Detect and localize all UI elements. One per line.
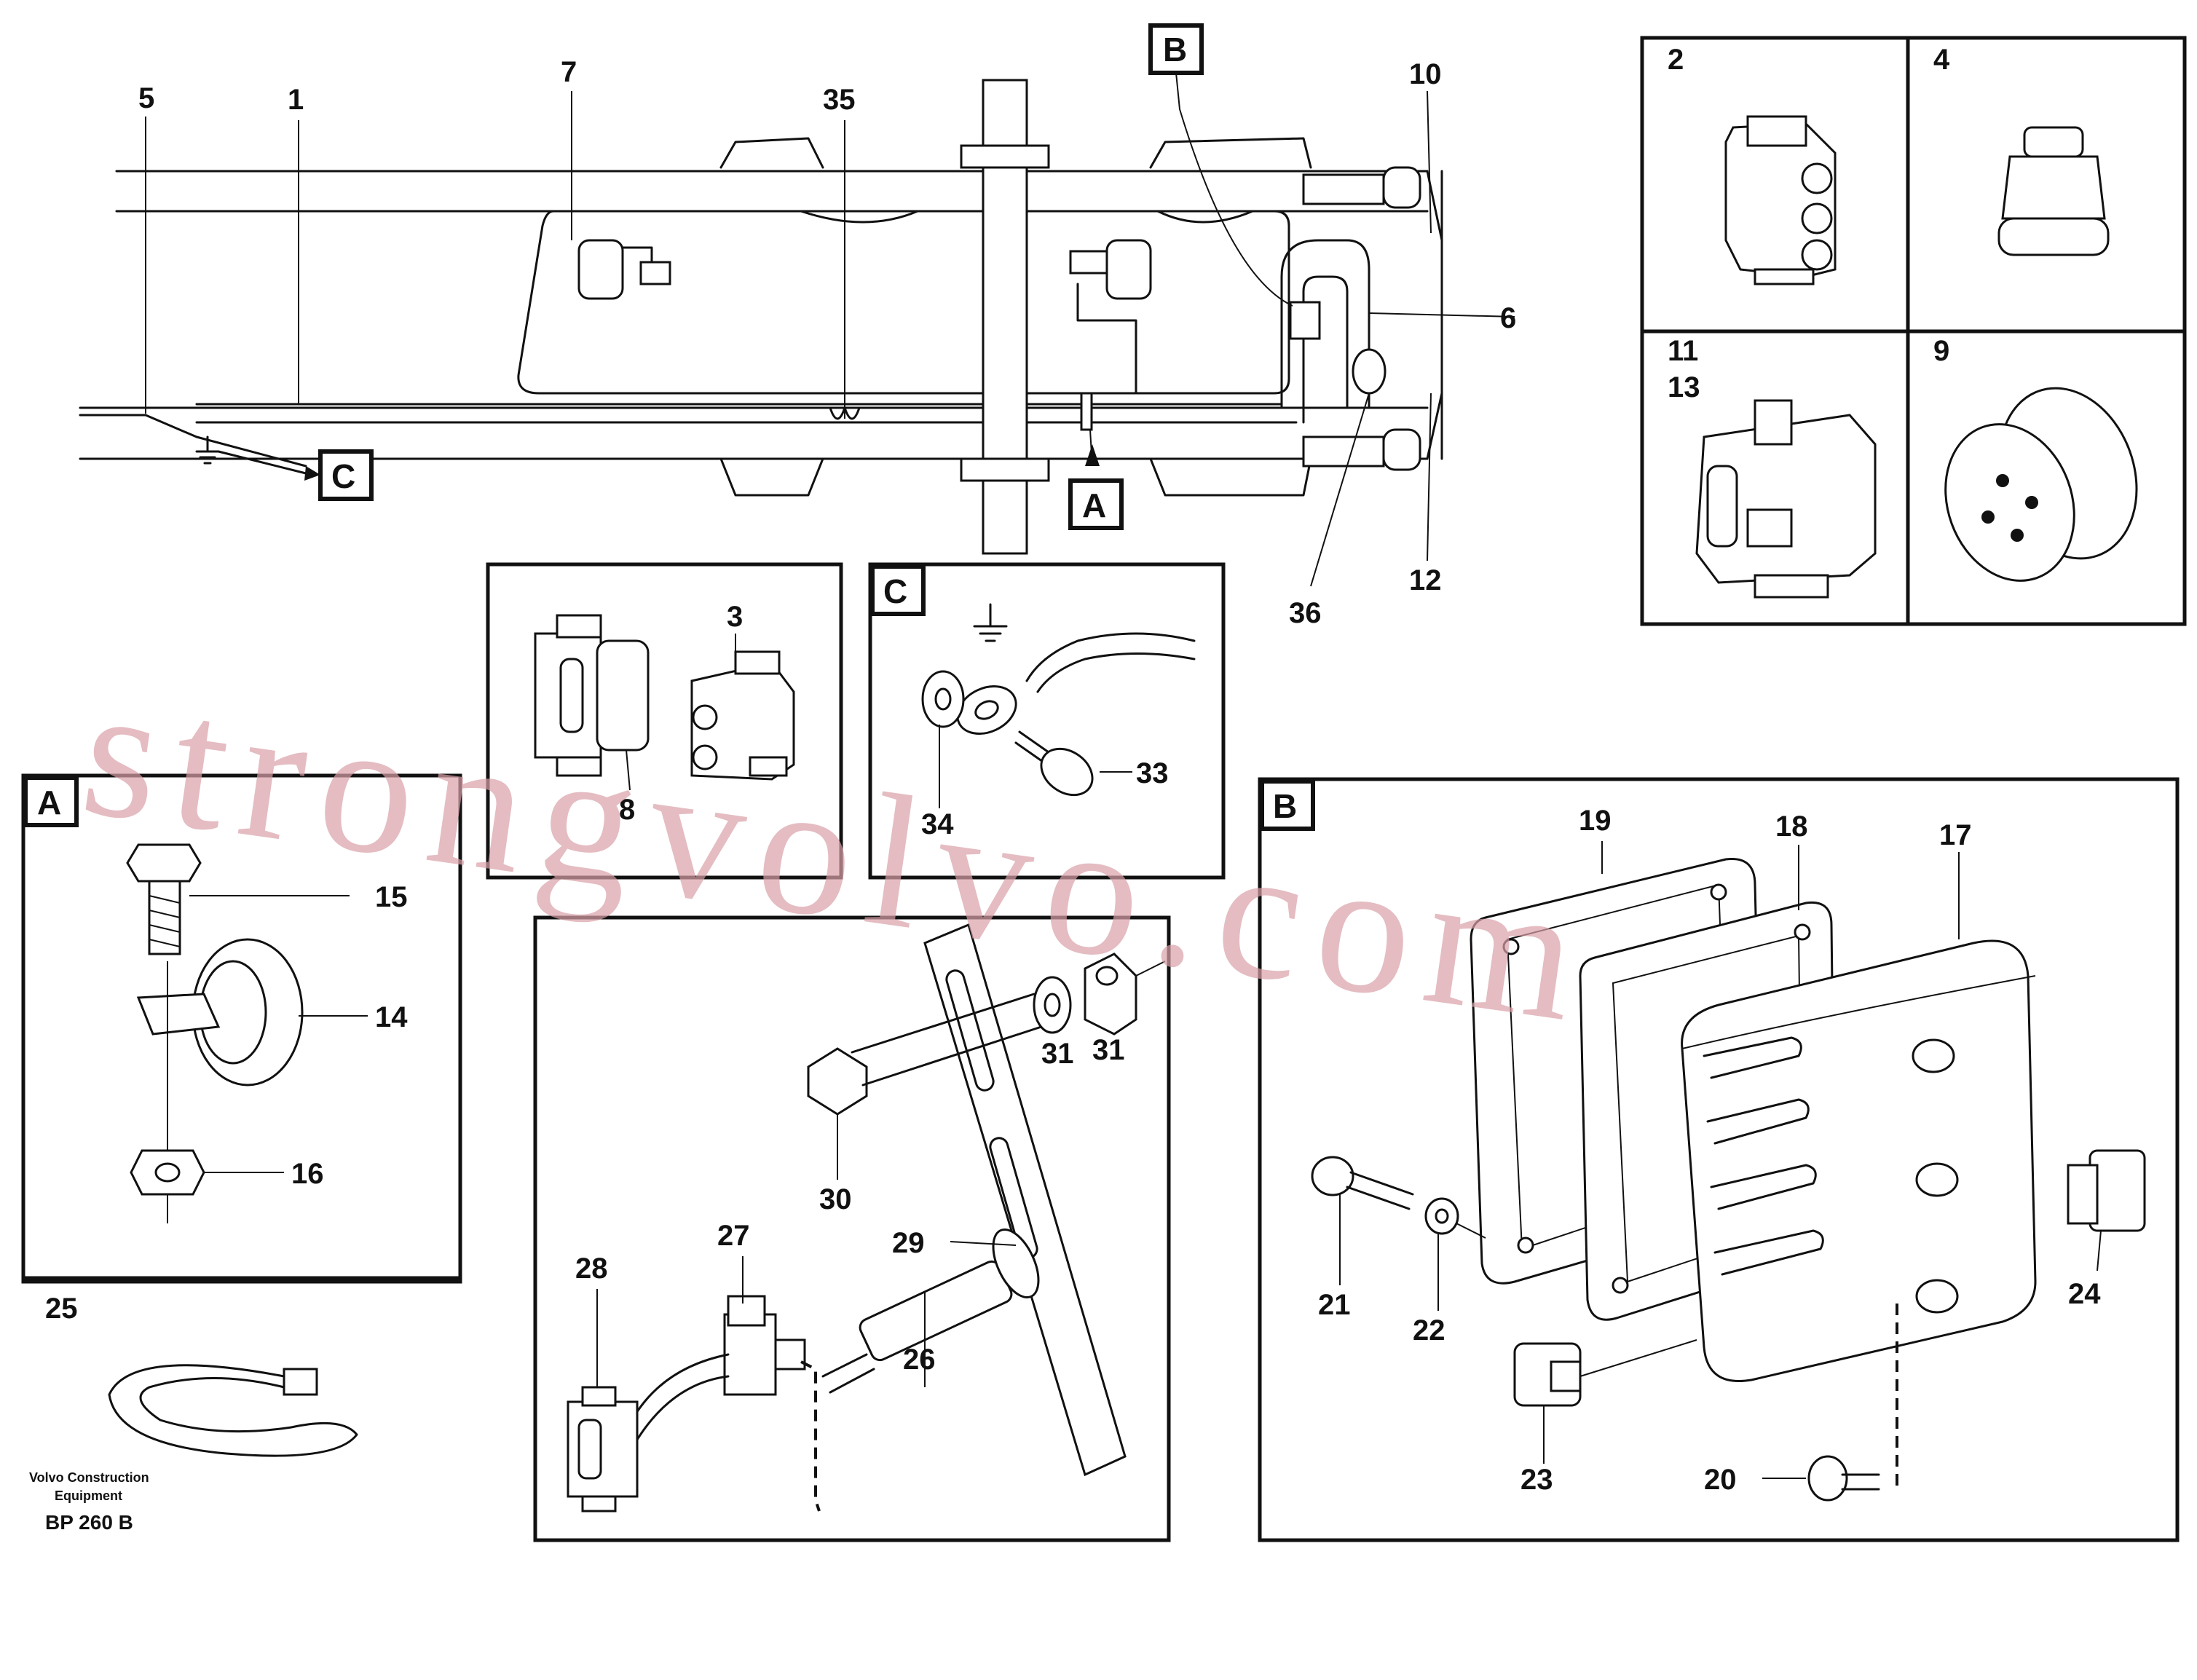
detail-a-tag: A [37, 784, 61, 821]
callout-24: 24 [2068, 1278, 2101, 1310]
callout-1: 1 [288, 84, 304, 116]
callout-35: 35 [823, 84, 856, 116]
callout-22: 22 [1413, 1314, 1445, 1346]
tag-c-pointer: C [318, 449, 374, 501]
maker-line-1: Volvo Construction [29, 1470, 149, 1485]
callout-30: 30 [819, 1183, 852, 1215]
callout-3: 3 [727, 601, 743, 633]
connector-2-drawing [1724, 115, 1837, 285]
callout-7: 7 [561, 56, 577, 88]
detail-a-panel: A [21, 773, 462, 1457]
switch-bracket-panel [533, 915, 1171, 1542]
callout-8: 8 [619, 794, 635, 826]
connector-8-drawing [534, 614, 650, 777]
connector-3-drawing [690, 650, 795, 781]
callout-15: 15 [375, 881, 408, 913]
callout-12: 12 [1409, 564, 1442, 596]
callout-19: 19 [1579, 805, 1612, 837]
callout-10: 10 [1409, 58, 1442, 90]
callout-2: 2 [1668, 44, 1684, 76]
connector-11-13-drawing [1695, 399, 1877, 599]
callout-23: 23 [1520, 1464, 1553, 1496]
callout-18: 18 [1775, 811, 1808, 843]
callout-14: 14 [375, 1001, 408, 1033]
detail-b-panel: B [1258, 777, 2180, 1542]
tag-a-label: A [1082, 486, 1106, 524]
tag-a-pointer: A [1068, 478, 1124, 530]
connector-9-drawing [1944, 387, 2138, 582]
connector-grid-panel [1640, 36, 2187, 626]
callout-16: 16 [291, 1158, 324, 1190]
detail-c-tag: C [883, 572, 907, 610]
callout-13: 13 [1668, 371, 1700, 403]
detail-b-tag: B [1273, 787, 1297, 825]
frame-harness-assembly [79, 79, 1443, 555]
callout-4: 4 [1933, 44, 1950, 76]
callout-31b: 31 [1092, 1034, 1125, 1066]
callout-27: 27 [717, 1220, 750, 1252]
callout-20: 20 [1704, 1464, 1737, 1496]
callout-9: 9 [1933, 335, 1949, 367]
callout-21: 21 [1318, 1289, 1351, 1321]
tag-c-label: C [331, 457, 355, 495]
callout-34: 34 [921, 808, 954, 840]
tag-b-label: B [1163, 31, 1187, 68]
callout-31: 31 [1041, 1038, 1074, 1070]
drawing-code: BP 260 B [45, 1511, 133, 1534]
callout-25: 25 [45, 1293, 78, 1325]
callout-5: 5 [138, 82, 154, 114]
callout-29: 29 [892, 1227, 925, 1259]
detail-c-panel: C [868, 562, 1226, 880]
callout-33: 33 [1136, 757, 1169, 789]
callout-28: 28 [575, 1253, 608, 1285]
maker-line-2: Equipment [55, 1488, 122, 1503]
callout-6: 6 [1500, 302, 1516, 334]
tag-b-pointer: B [1148, 23, 1204, 75]
callout-17: 17 [1939, 819, 1972, 851]
connector-8-3-panel [486, 562, 843, 880]
callout-11: 11 [1668, 335, 1698, 367]
connector-4-drawing [1997, 126, 2110, 256]
main-leader-lines [145, 72, 1515, 587]
callout-26: 26 [903, 1344, 936, 1376]
callout-36: 36 [1289, 597, 1322, 629]
